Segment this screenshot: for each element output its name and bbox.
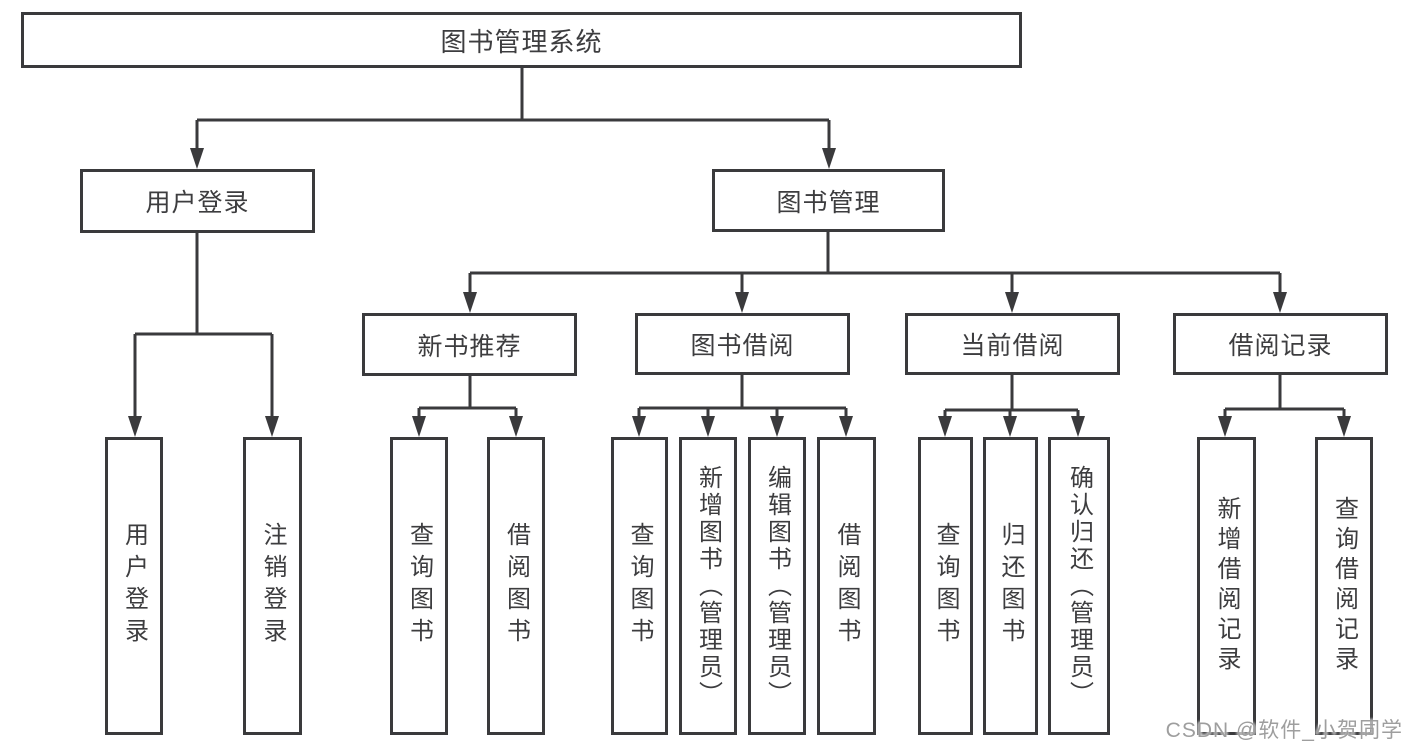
node-current-borrow: 当前借阅 [905,313,1120,375]
leaf-current-return: 归还图书 [983,437,1038,735]
leaf-current-confirm-admin: 确认归还（管理员） [1048,437,1110,735]
leaf-label: 注销登录 [259,522,286,650]
leaf-borrow-add-admin: 新增图书（管理员） [679,437,737,735]
leaf-borrow-borrow: 借阅图书 [817,437,876,735]
leaf-borrow-query: 查询图书 [611,437,668,735]
leaf-newbook-query: 查询图书 [390,437,448,735]
leaf-label: 归还图书 [997,522,1024,650]
leaf-label: 查询图书 [405,522,433,650]
leaf-label: 新增图书（管理员） [694,464,722,708]
leaf-record-query: 查询借阅记录 [1315,437,1373,735]
leaf-newbook-borrow: 借阅图书 [487,437,545,735]
leaf-label: 确认归还（管理员） [1065,464,1093,708]
leaf-record-add: 新增借阅记录 [1197,437,1256,735]
node-borrow-records: 借阅记录 [1173,313,1388,375]
leaf-label: 查询借阅记录 [1330,496,1358,676]
node-user-login: 用户登录 [80,169,315,233]
leaf-logout: 注销登录 [243,437,302,735]
leaf-user-login: 用户登录 [105,437,163,735]
leaf-label: 编辑图书（管理员） [763,464,791,708]
node-book-borrow: 图书借阅 [635,313,850,375]
leaf-current-query: 查询图书 [918,437,973,735]
leaf-label: 用户登录 [120,522,148,650]
node-book-management: 图书管理 [712,169,945,232]
node-new-book-recommend: 新书推荐 [362,313,577,376]
leaf-borrow-edit-admin: 编辑图书（管理员） [748,437,806,735]
leaf-label: 查询图书 [932,522,959,650]
leaf-label: 新增借阅记录 [1213,496,1240,676]
leaf-label: 借阅图书 [833,522,860,650]
leaf-label: 查询图书 [626,522,653,650]
csdn-watermark: CSDN @软件_小贺同学 [1165,719,1403,742]
node-root-system: 图书管理系统 [21,12,1022,68]
leaf-label: 借阅图书 [502,522,530,650]
